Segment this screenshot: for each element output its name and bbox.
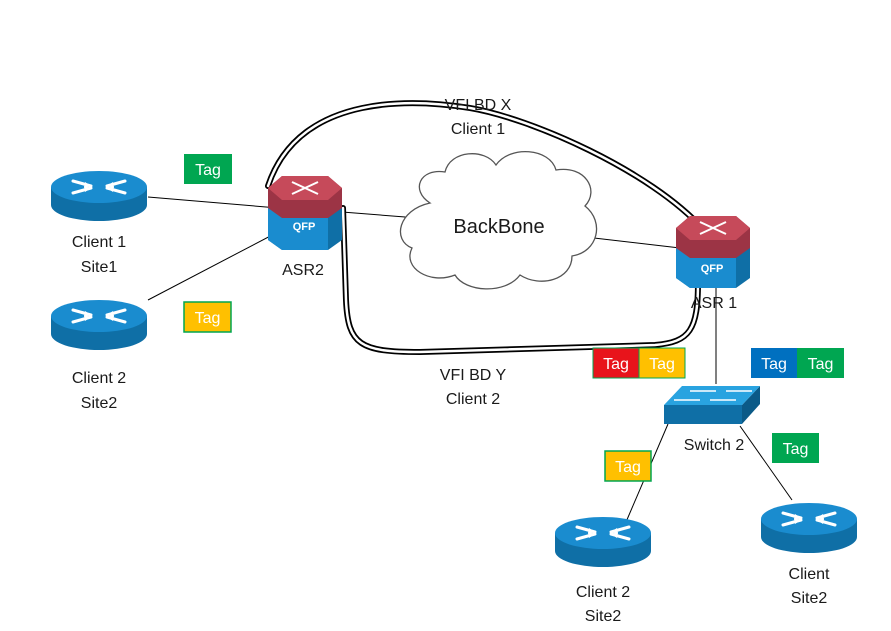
vfi-bd-x-pseudowire <box>265 100 707 233</box>
svg-text:Tag: Tag <box>195 162 221 179</box>
tag-yellow-bottom: Tag <box>604 450 652 482</box>
svg-text:Client: Client <box>789 566 830 583</box>
svg-text:Site1: Site1 <box>81 259 118 276</box>
asr1-label: ASR 1 <box>691 295 737 312</box>
svg-text:VFI BD Y: VFI BD Y <box>440 367 507 384</box>
svg-text:Client 2: Client 2 <box>72 370 126 387</box>
vfi-bd-x-label: VFI BD X Client 1 <box>445 97 512 138</box>
svg-text:Client 2: Client 2 <box>446 391 500 408</box>
svg-text:Tag: Tag <box>195 310 221 327</box>
svg-text:Site2: Site2 <box>585 608 622 625</box>
backbone-label: BackBone <box>453 216 544 238</box>
client1-site1-router-icon <box>49 169 149 223</box>
client2-site2-left-router-icon <box>49 298 149 352</box>
tag-green-top: Tag <box>184 154 232 184</box>
tag-pair-blue-green: Tag Tag <box>751 348 844 378</box>
svg-text:Client 1: Client 1 <box>72 234 126 251</box>
client-site2-right-router-icon <box>759 501 859 555</box>
asr2-label: ASR2 <box>282 262 324 279</box>
asr2-qfp-label: QFP <box>293 221 316 233</box>
svg-text:Client 2: Client 2 <box>576 584 630 601</box>
svg-text:Tag: Tag <box>808 356 834 373</box>
client2-site2-bottom-router-icon <box>553 515 653 569</box>
client1-site1-label: Client 1 Site1 <box>72 234 126 276</box>
switch2-icon <box>664 386 760 424</box>
asr1-qfp-router-icon: QFP <box>676 216 750 288</box>
svg-text:Tag: Tag <box>603 356 629 373</box>
vfi-bd-y-pseudowire <box>340 205 701 356</box>
svg-text:Tag: Tag <box>783 441 809 458</box>
asr1-qfp-label: QFP <box>701 263 724 275</box>
client2-site2-left-label: Client 2 Site2 <box>72 370 126 412</box>
svg-text:VFI BD X: VFI BD X <box>445 97 512 114</box>
svg-text:Site2: Site2 <box>791 590 828 607</box>
asr2-qfp-router-icon: QFP <box>268 176 342 250</box>
tag-yellow-left: Tag <box>183 301 232 333</box>
svg-text:Site2: Site2 <box>81 395 118 412</box>
svg-text:Client 1: Client 1 <box>451 121 505 138</box>
svg-text:Tag: Tag <box>649 356 675 373</box>
backbone-cloud-icon: BackBone <box>399 151 598 290</box>
svg-text:Tag: Tag <box>615 459 641 476</box>
client-site2-right-label: Client Site2 <box>789 566 830 607</box>
switch2-label: Switch 2 <box>684 437 745 454</box>
tag-green-right: Tag <box>772 433 819 463</box>
svg-text:Tag: Tag <box>761 356 787 373</box>
client2-site2-bottom-label: Client 2 Site2 <box>576 584 630 625</box>
tag-pair-red-yellow: Tag Tag <box>592 347 686 379</box>
vfi-bd-y-label: VFI BD Y Client 2 <box>440 367 507 408</box>
